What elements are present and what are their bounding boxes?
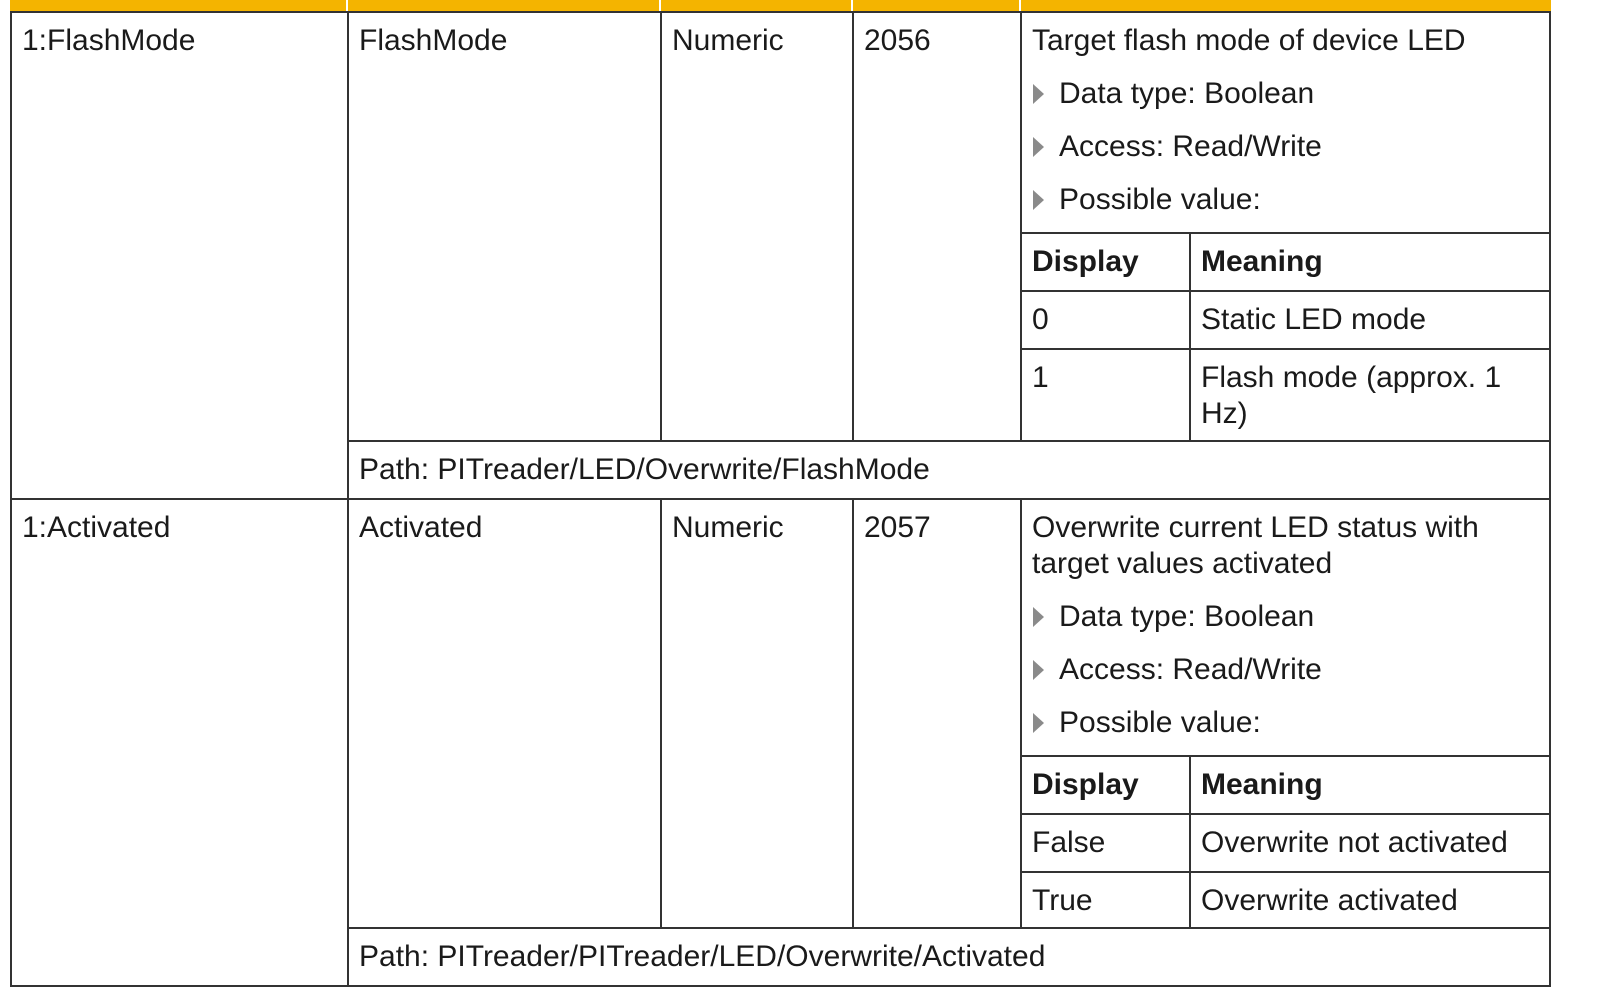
param-type: Numeric xyxy=(672,511,784,544)
header-separator xyxy=(659,0,661,11)
triangle-right-icon xyxy=(1033,84,1044,104)
header-separator xyxy=(1019,0,1021,11)
table-row: False Overwrite not activated xyxy=(1022,813,1549,873)
param-path: Path: PITreader/LED/Overwrite/FlashMode xyxy=(359,453,930,486)
values-header-display: Display xyxy=(1022,755,1191,815)
value-display: 0 xyxy=(1022,290,1191,350)
triangle-right-icon xyxy=(1033,137,1044,157)
header-separator xyxy=(851,0,853,11)
value-display: True xyxy=(1022,871,1191,929)
values-header-display: Display xyxy=(1022,232,1191,292)
type-cell: Numeric xyxy=(660,11,854,442)
table-row: 0 Static LED mode xyxy=(1022,290,1549,350)
table-row: 1:Activated Activated Numeric 2057 Overw… xyxy=(10,498,1551,987)
index-cell: 1:Activated xyxy=(10,498,349,987)
values-header-meaning: Meaning xyxy=(1190,755,1549,815)
param-path: Path: PITreader/PITreader/LED/Overwrite/… xyxy=(359,940,1046,973)
list-item: Access: Read/Write xyxy=(1032,652,1549,688)
param-description: Overwrite current LED status with target… xyxy=(1032,511,1479,580)
triangle-right-icon xyxy=(1033,713,1044,733)
triangle-right-icon xyxy=(1033,190,1044,210)
values-header-row: Display Meaning xyxy=(1022,232,1549,292)
header-separator xyxy=(346,0,348,11)
list-item: Data type: Boolean xyxy=(1032,76,1549,112)
path-cell: Path: PITreader/PITreader/LED/Overwrite/… xyxy=(347,927,1551,987)
index-cell: 1:FlashMode xyxy=(10,11,349,500)
path-row: Path: PITreader/PITreader/LED/Overwrite/… xyxy=(11,927,1551,987)
path-cell: Path: PITreader/LED/Overwrite/FlashMode xyxy=(347,440,1551,500)
param-name: Activated xyxy=(359,511,483,544)
bullet-text: Data type: Boolean xyxy=(1059,600,1315,633)
bullet-text: Possible value: xyxy=(1059,706,1261,739)
param-id: 2057 xyxy=(864,511,931,544)
name-cell: FlashMode xyxy=(347,11,662,442)
triangle-right-icon xyxy=(1033,660,1044,680)
name-cell: Activated xyxy=(347,498,662,929)
list-item: Access: Read/Write xyxy=(1032,129,1549,165)
bullet-text: Access: Read/Write xyxy=(1059,653,1322,686)
param-id: 2056 xyxy=(864,24,931,57)
type-cell: Numeric xyxy=(660,498,854,929)
value-meaning: Flash mode (approx. 1 Hz) xyxy=(1190,348,1549,442)
description-cell: Target flash mode of device LED Data typ… xyxy=(1020,11,1551,442)
index-name: 1:Activated xyxy=(22,511,171,544)
parameter-table: 1:FlashMode FlashMode Numeric 2056 Targe… xyxy=(10,11,1551,987)
list-item: Possible value: xyxy=(1032,705,1549,741)
table-row: 1:FlashMode FlashMode Numeric 2056 Targe… xyxy=(10,11,1551,500)
value-meaning: Overwrite activated xyxy=(1190,871,1549,929)
table-header-bar xyxy=(10,0,1551,11)
id-cell: 2057 xyxy=(852,498,1022,929)
list-item: Possible value: xyxy=(1032,182,1549,218)
id-cell: 2056 xyxy=(852,11,1022,442)
param-name: FlashMode xyxy=(359,24,508,57)
value-meaning: Overwrite not activated xyxy=(1190,813,1549,873)
values-table: Display Meaning 0 Static LED mode 1 Flas… xyxy=(1022,232,1549,442)
bullet-text: Possible value: xyxy=(1059,183,1261,216)
values-table: Display Meaning False Overwrite not acti… xyxy=(1022,755,1549,929)
table-row: True Overwrite activated xyxy=(1022,871,1549,929)
param-description: Target flash mode of device LED xyxy=(1032,24,1466,57)
index-name: 1:FlashMode xyxy=(22,24,196,57)
path-row: Path: PITreader/LED/Overwrite/FlashMode xyxy=(11,440,1551,500)
list-item: Data type: Boolean xyxy=(1032,599,1549,635)
value-display: False xyxy=(1022,813,1191,873)
value-display: 1 xyxy=(1022,348,1191,442)
bullet-text: Access: Read/Write xyxy=(1059,130,1322,163)
bullet-list: Data type: Boolean Access: Read/Write Po… xyxy=(1022,599,1549,741)
param-type: Numeric xyxy=(672,24,784,57)
values-header-meaning: Meaning xyxy=(1190,232,1549,292)
bullet-list: Data type: Boolean Access: Read/Write Po… xyxy=(1022,76,1549,218)
bullet-text: Data type: Boolean xyxy=(1059,77,1315,110)
value-meaning: Static LED mode xyxy=(1190,290,1549,350)
table-row: 1 Flash mode (approx. 1 Hz) xyxy=(1022,348,1549,442)
description-cell: Overwrite current LED status with target… xyxy=(1020,498,1551,929)
triangle-right-icon xyxy=(1033,607,1044,627)
values-header-row: Display Meaning xyxy=(1022,755,1549,815)
